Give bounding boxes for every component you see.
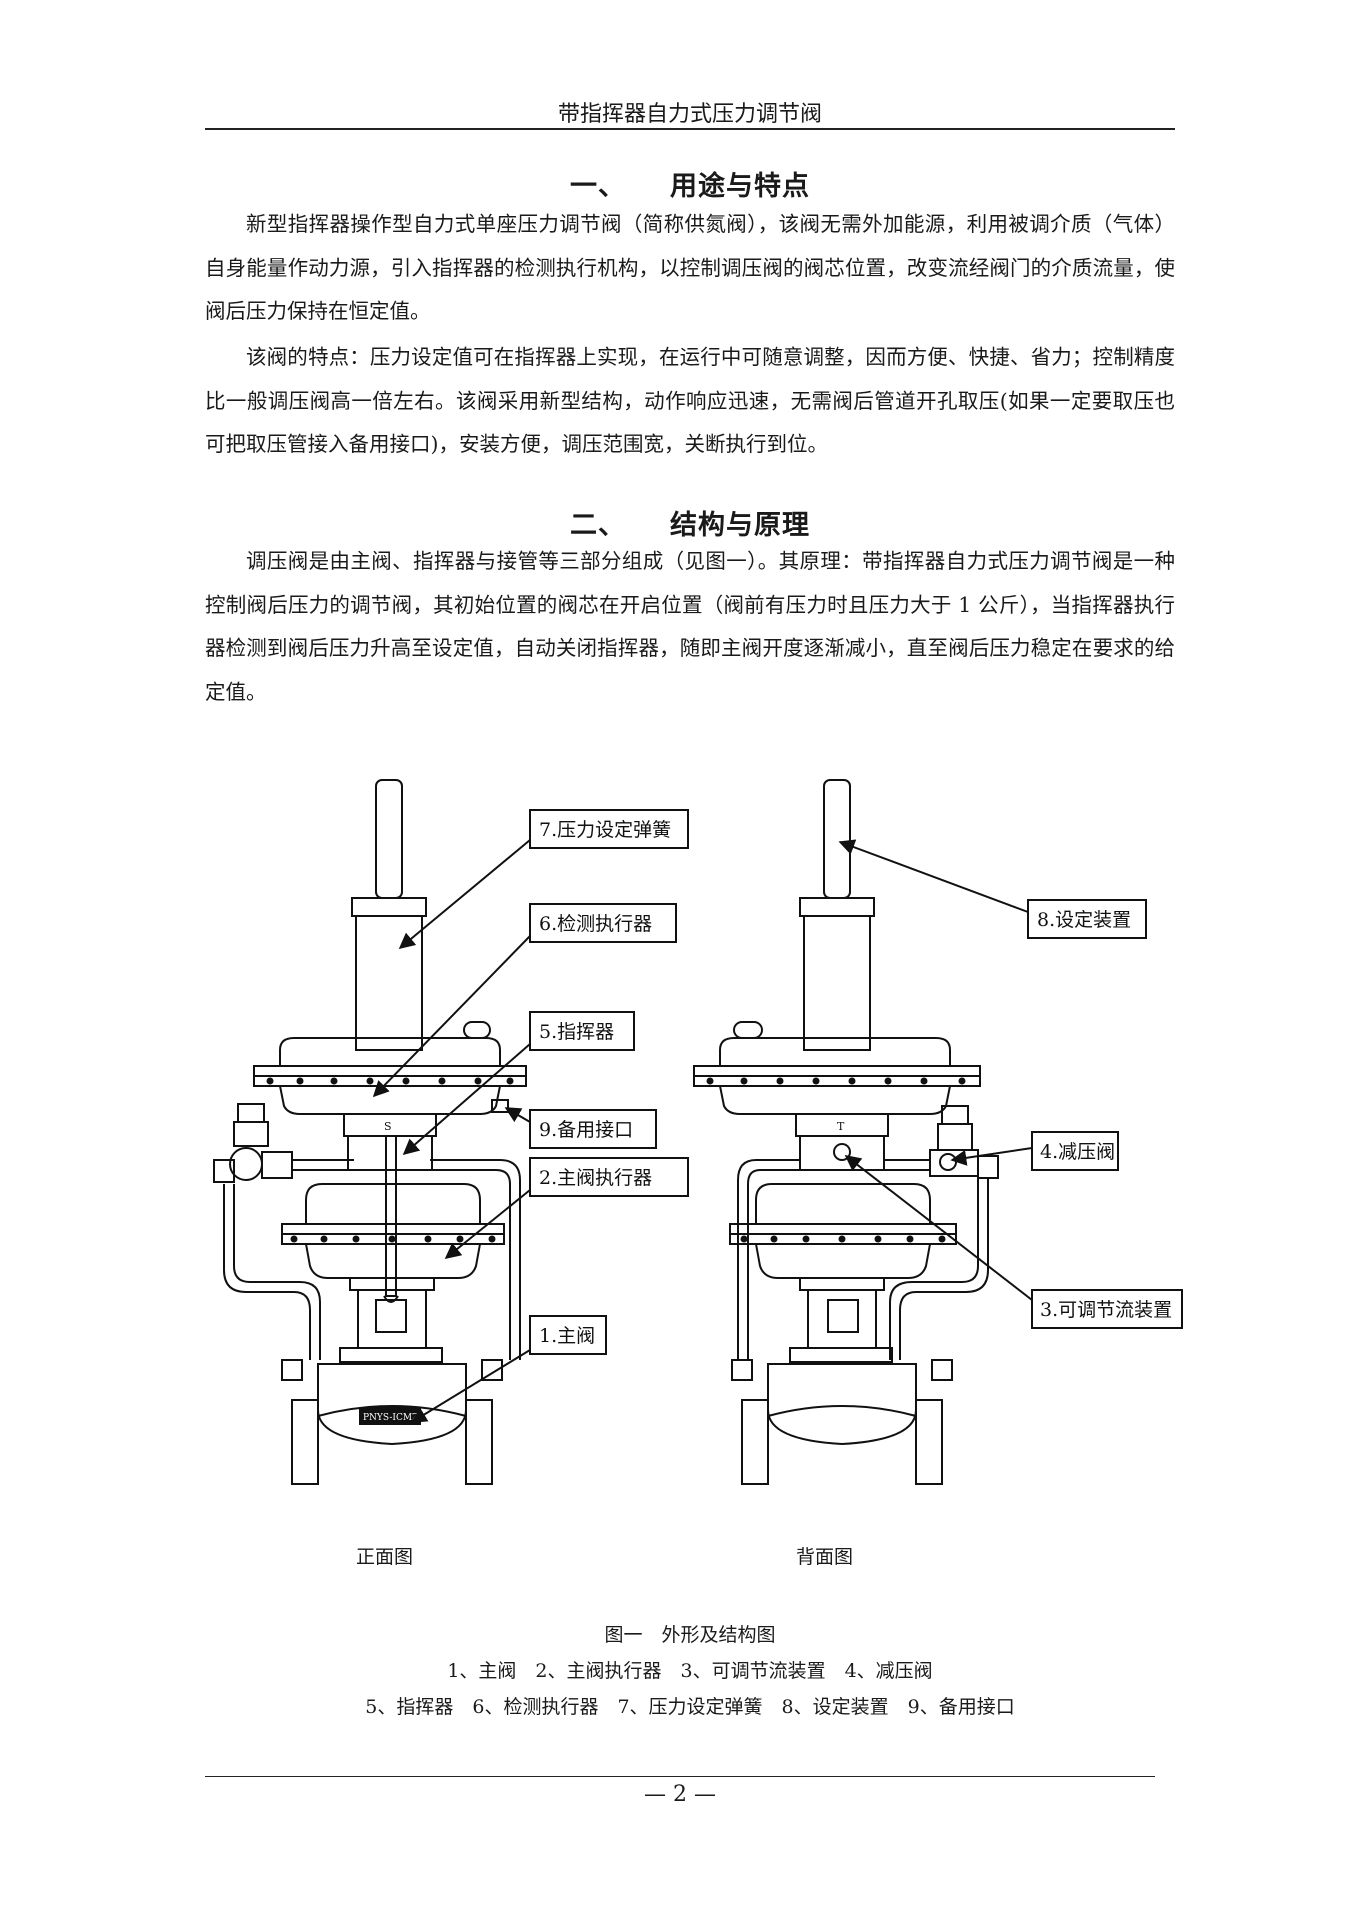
section2-heading: 二、 结构与原理 (205, 503, 1175, 542)
figure-legend-line-1: 1、主阀 2、主阀执行器 3、可调节流装置 4、减压阀 (447, 1660, 933, 1682)
label-1-main-valve: 1.主阀 (539, 1325, 595, 1347)
section1-body-2: 该阀的特点：压力设定值可在指挥器上实现，在运行中可随意调整，因而方便、快捷、省力… (205, 336, 1175, 467)
label-5-pilot: 5.指挥器 (539, 1021, 614, 1043)
section2-paragraph-1: 调压阀是由主阀、指挥器与接管等三部分组成（见图一）。其原理：带指挥器自力式压力调… (205, 549, 1175, 704)
label-2-main-actuator: 2.主阀执行器 (539, 1167, 652, 1189)
front-flange-bolts (266, 1077, 514, 1243)
section2-body: 调压阀是由主阀、指挥器与接管等三部分组成（见图一）。其原理：带指挥器自力式压力调… (205, 540, 1175, 714)
front-view-caption: 正面图 (356, 1546, 414, 1568)
section1-paragraph-1: 新型指挥器操作型自力式单座压力调节阀（简称供氮阀），该阀无需外加能源，利用被调介… (205, 212, 1175, 323)
label-4-reducing-valve: 4.减压阀 (1040, 1141, 1115, 1163)
section1-title: 用途与特点 (670, 171, 810, 202)
page-number: — 2 — (644, 1782, 716, 1807)
front-callouts: 7.压力设定弹簧 6.检测执行器 5.指挥器 9.备用接口 2.主阀执行器 1.… (372, 809, 689, 1423)
page-header-title: 带指挥器自力式压力调节阀 (557, 102, 822, 127)
back-flange-bolts (706, 1077, 966, 1243)
label-3-adjustable-throttle: 3.可调节流装置 (1040, 1299, 1172, 1321)
figure-caption: 图一 外形及结构图 (604, 1624, 776, 1646)
section1-heading: 一、 用途与特点 (205, 164, 1175, 203)
label-9-backup-port: 9.备用接口 (539, 1119, 633, 1141)
section1-paragraph-2: 该阀的特点：压力设定值可在指挥器上实现，在运行中可随意调整，因而方便、快捷、省力… (205, 345, 1175, 456)
back-stamp-t: T (837, 1120, 845, 1133)
label-8-setting-device: 8.设定装置 (1037, 909, 1131, 931)
label-6-detector-actuator: 6.检测执行器 (539, 913, 652, 935)
section1-number: 一、 (570, 171, 626, 202)
front-nameplate: PNYS-ICMZS (363, 1413, 424, 1423)
header-rule (205, 128, 1175, 130)
valve-structure-figure: S PNYS-ICMZS 7.压力设定弹簧 6.检测执行器 5.指挥器 9.备用… (213, 779, 1183, 1485)
footer-rule (205, 1776, 1155, 1777)
section1-body: 新型指挥器操作型自力式单座压力调节阀（简称供氮阀），该阀无需外加能源，利用被调介… (205, 203, 1175, 334)
section2-title: 结构与原理 (670, 510, 810, 541)
back-view-drawing (693, 779, 999, 1485)
figure-legend-line-2: 5、指挥器 6、检测执行器 7、压力设定弹簧 8、设定装置 9、备用接口 (365, 1696, 1015, 1718)
back-callouts: 8.设定装置 4.减压阀 3.可调节流装置 (838, 839, 1183, 1329)
front-view-drawing (213, 779, 527, 1485)
front-stamp-s: S (384, 1120, 392, 1133)
section2-number: 二、 (570, 510, 626, 541)
label-7-pressure-spring: 7.压力设定弹簧 (539, 819, 671, 841)
back-view-caption: 背面图 (796, 1546, 854, 1568)
